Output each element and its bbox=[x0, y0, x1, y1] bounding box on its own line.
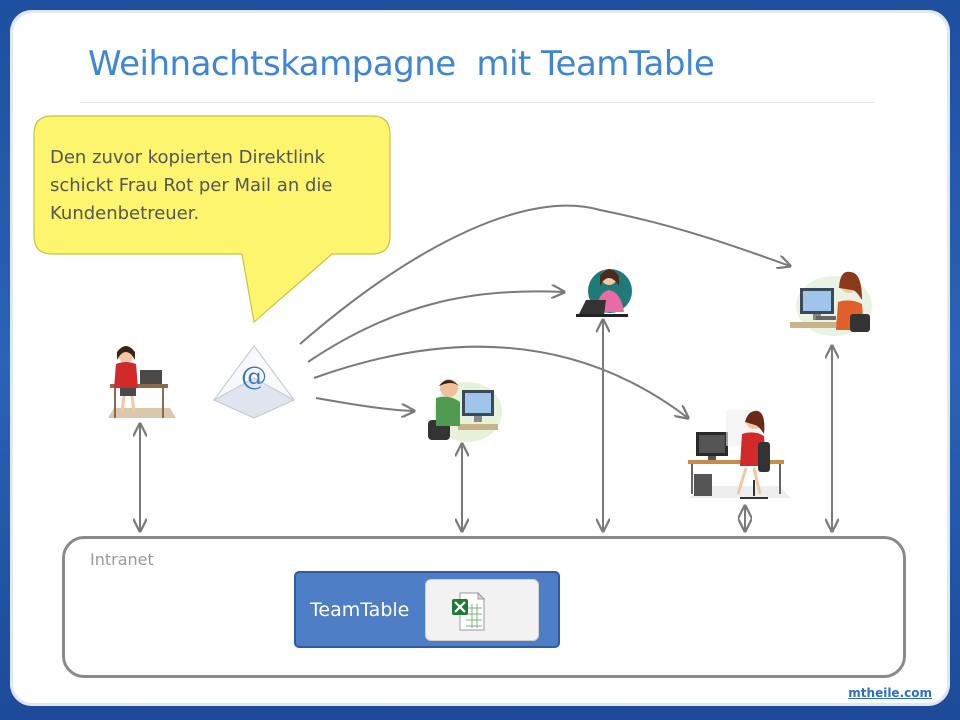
callout-text: Den zuvor kopierten Direktlink schickt F… bbox=[50, 147, 333, 224]
email-at-symbol: @ bbox=[241, 362, 267, 392]
woman-with-laptop-icon bbox=[576, 269, 632, 317]
teamtable-label: TeamTable bbox=[310, 599, 410, 621]
intranet-label: Intranet bbox=[90, 550, 154, 569]
footer-link[interactable]: mtheile.com bbox=[848, 686, 932, 700]
teamtable-box: TeamTable bbox=[294, 571, 560, 648]
intranet-connectors bbox=[140, 320, 832, 531]
woman-at-workstation-icon bbox=[790, 271, 872, 336]
woman-at-desk-icon bbox=[688, 410, 790, 499]
mail-arrows bbox=[299, 204, 790, 418]
mail-arrow-to-woman-at-desk bbox=[313, 345, 688, 418]
mail-arrow-to-woman-with-laptop bbox=[307, 291, 564, 363]
callout-bubble bbox=[33, 115, 391, 324]
excel-file-tile[interactable] bbox=[425, 579, 539, 641]
man-at-computer-icon bbox=[428, 379, 502, 442]
mail-arrow-to-woman-at-workstation bbox=[299, 204, 790, 345]
woman-at-laptop-icon bbox=[108, 346, 176, 418]
mail-arrow-to-man-at-computer bbox=[315, 397, 414, 411]
email-envelope-icon: @ bbox=[212, 345, 296, 419]
title-divider bbox=[80, 102, 874, 103]
excel-file-icon bbox=[452, 591, 486, 631]
slide-title: Weihnachtskampagne mit TeamTable bbox=[88, 44, 715, 84]
